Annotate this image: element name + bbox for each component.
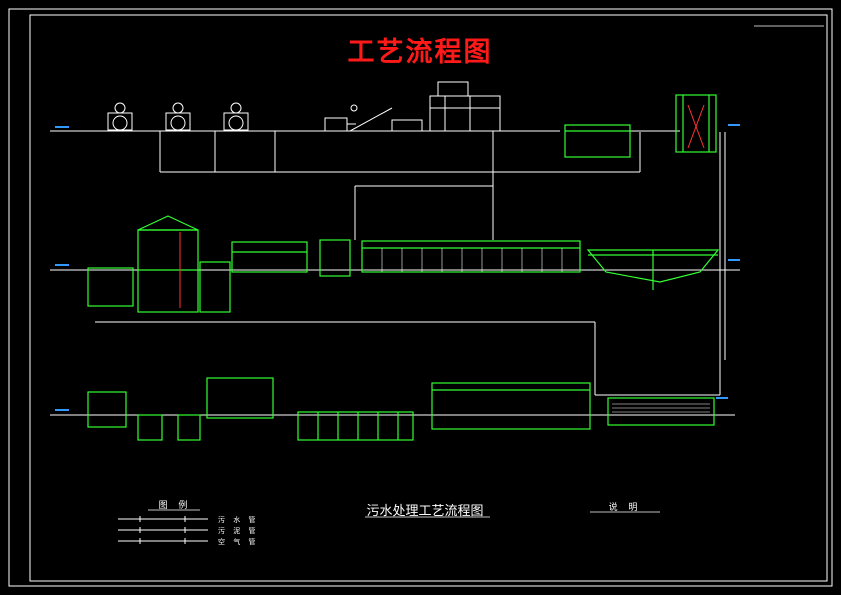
filter-press (429, 81, 501, 132)
sludge-tank-r1 (564, 94, 717, 158)
diagram-subtitle: 污水处理工艺流程图 (366, 504, 484, 519)
legend-item-air-pipe: 空 气 管 (218, 538, 259, 546)
legend-item-sewage-pipe: 污 水 管 (218, 516, 259, 524)
sludge-conveyor (324, 104, 423, 132)
notes-title: 说 明 (608, 503, 642, 513)
aeration-tank (361, 240, 581, 273)
row-3-fill-media (612, 403, 710, 413)
aeration-tank-grid (381, 248, 563, 272)
row-1-process-line (50, 130, 726, 360)
inner-frame (29, 14, 828, 582)
legend-underline (148, 509, 660, 513)
sludge-tank-r1-internals (687, 104, 705, 149)
row-3-process-line (50, 394, 735, 416)
legend-title: 图 例 (158, 501, 192, 511)
row-3-tanks (87, 377, 715, 441)
pump-group (107, 102, 249, 131)
water-level-markers (55, 124, 740, 411)
legend-line-marks (139, 516, 186, 544)
secondary-clarifier (586, 249, 720, 290)
legend-lines (118, 518, 208, 542)
grit-chamber (231, 239, 351, 277)
row-2-process-line (50, 269, 740, 395)
outer-frame (8, 8, 833, 587)
lift-pump-house (87, 215, 231, 313)
main-title: 工艺流程图 (347, 37, 493, 68)
legend-item-sludge-pipe: 污 泥 管 (218, 527, 259, 535)
